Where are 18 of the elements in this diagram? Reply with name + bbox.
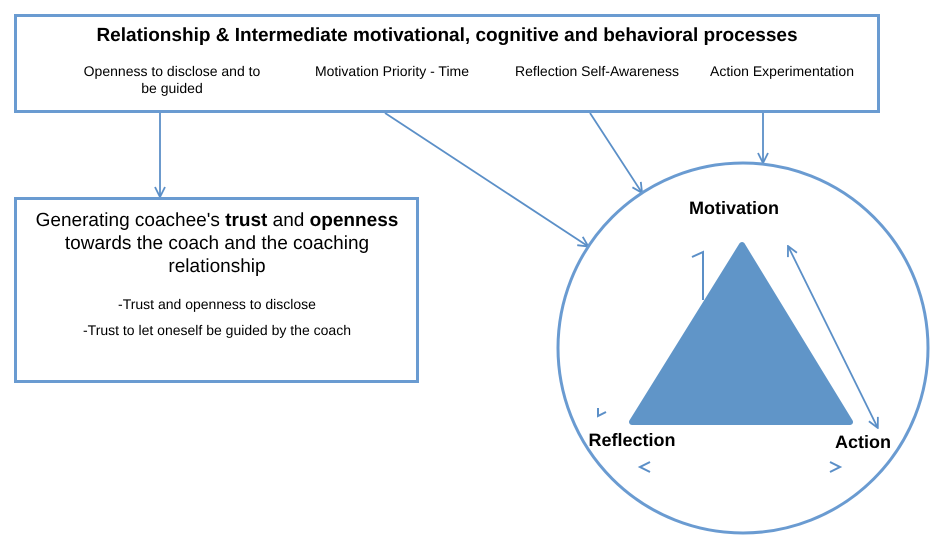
stage-label: Reflection bbox=[587, 430, 676, 452]
box-heading: Generating coachee's trust and openness towards the coach and the coaching relationship bbox=[34, 210, 400, 278]
box-text: Openness to disclose and to be guided bbox=[82, 63, 262, 97]
arrow bbox=[154, 113, 166, 198]
box-text: -Trust and openness to disclose bbox=[117, 296, 317, 313]
arrow bbox=[384, 112, 590, 248]
box-text: Action Experimentation bbox=[709, 63, 855, 80]
arrow bbox=[589, 112, 643, 194]
arrow bbox=[757, 113, 769, 164]
process-box bbox=[14, 14, 880, 113]
box-text: Motivation Priority - Time bbox=[314, 63, 470, 80]
box-heading: Relationship & Intermediate motivational, cognitive and behavioral processes bbox=[95, 25, 799, 48]
stage-label: Action bbox=[834, 432, 892, 454]
stage-label: Motivation bbox=[688, 198, 780, 220]
box-text: -Trust to let oneself be guided by the coach bbox=[82, 322, 352, 339]
box-text: Reflection Self-Awareness bbox=[514, 63, 680, 80]
arrow bbox=[787, 245, 879, 429]
process-box bbox=[14, 197, 419, 383]
